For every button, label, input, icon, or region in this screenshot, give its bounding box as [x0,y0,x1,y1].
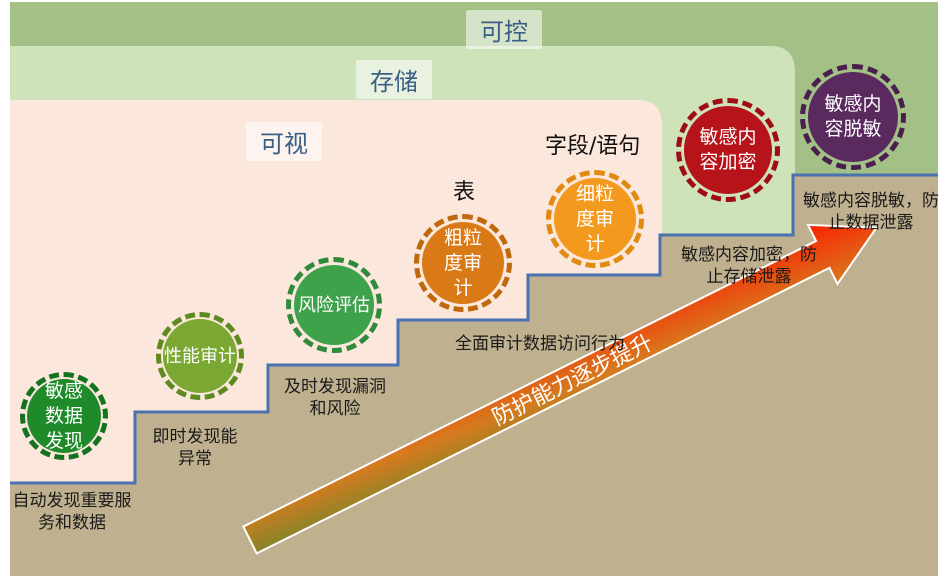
rising-arrow-shape [241,223,879,555]
step-title: 粗粒度审计 [443,226,482,299]
badge-core: 敏感内容脱敏 [808,72,898,162]
step-badge-risk-assessment: 风险评估 [286,257,382,353]
step-desc-coarse-audit: 全面审计数据访问行为 [455,334,625,354]
badge-ring [20,372,108,460]
badge-ring [156,312,244,400]
tier-label-storage: 存储 [356,60,432,99]
step-badge-content-encryption: 敏感内容加密 [676,98,780,202]
step-badge-performance-audit: 性能审计 [156,312,244,400]
step-title: 敏感内容脱敏 [824,93,882,140]
badge-core: 细粒度审计 [554,178,636,260]
badge-ring [676,98,780,202]
step-desc-risk-assessment: 及时发现漏洞和风险 [284,377,386,419]
step-title: 性能审计 [164,345,236,367]
step-desc-sensitive-discovery: 自动发现重要服务和数据 [12,491,132,533]
step-badge-coarse-audit: 粗粒度审计 [414,214,512,312]
step-title: 敏感数据发现 [44,379,83,452]
tier-label-visible: 可视 [246,122,322,161]
granularity-table-label: 表 [453,180,476,205]
step-desc-content-masking: 敏感内容脱敏，防止数据泄露 [803,191,939,233]
badge-ring [800,64,906,170]
badge-core: 风险评估 [294,265,374,345]
badge-core: 粗粒度审计 [422,222,504,304]
tier-label-controllable: 可控 [466,10,542,49]
step-badge-fine-audit: 细粒度审计 [546,170,644,268]
step-title: 敏感内容加密 [699,126,757,173]
badge-core: 性能审计 [163,319,237,393]
badge-ring [546,170,644,268]
step-title: 风险评估 [298,294,370,316]
step-badge-sensitive-discovery: 敏感数据发现 [20,372,108,460]
step-desc-content-encryption: 敏感内容加密，防止存储泄露 [681,245,817,287]
granularity-field-label: 字段/语句 [545,134,641,159]
step-title: 细粒度审计 [575,182,614,255]
badge-core: 敏感数据发现 [27,379,101,453]
step-badge-content-masking: 敏感内容脱敏 [800,64,906,170]
badge-core: 敏感内容加密 [684,106,772,194]
staircase-line [10,173,938,485]
staircase-ground [10,175,938,576]
step-desc-performance-audit: 即时发现能异常 [152,427,238,469]
badge-ring [286,257,382,353]
badge-ring [414,214,512,312]
